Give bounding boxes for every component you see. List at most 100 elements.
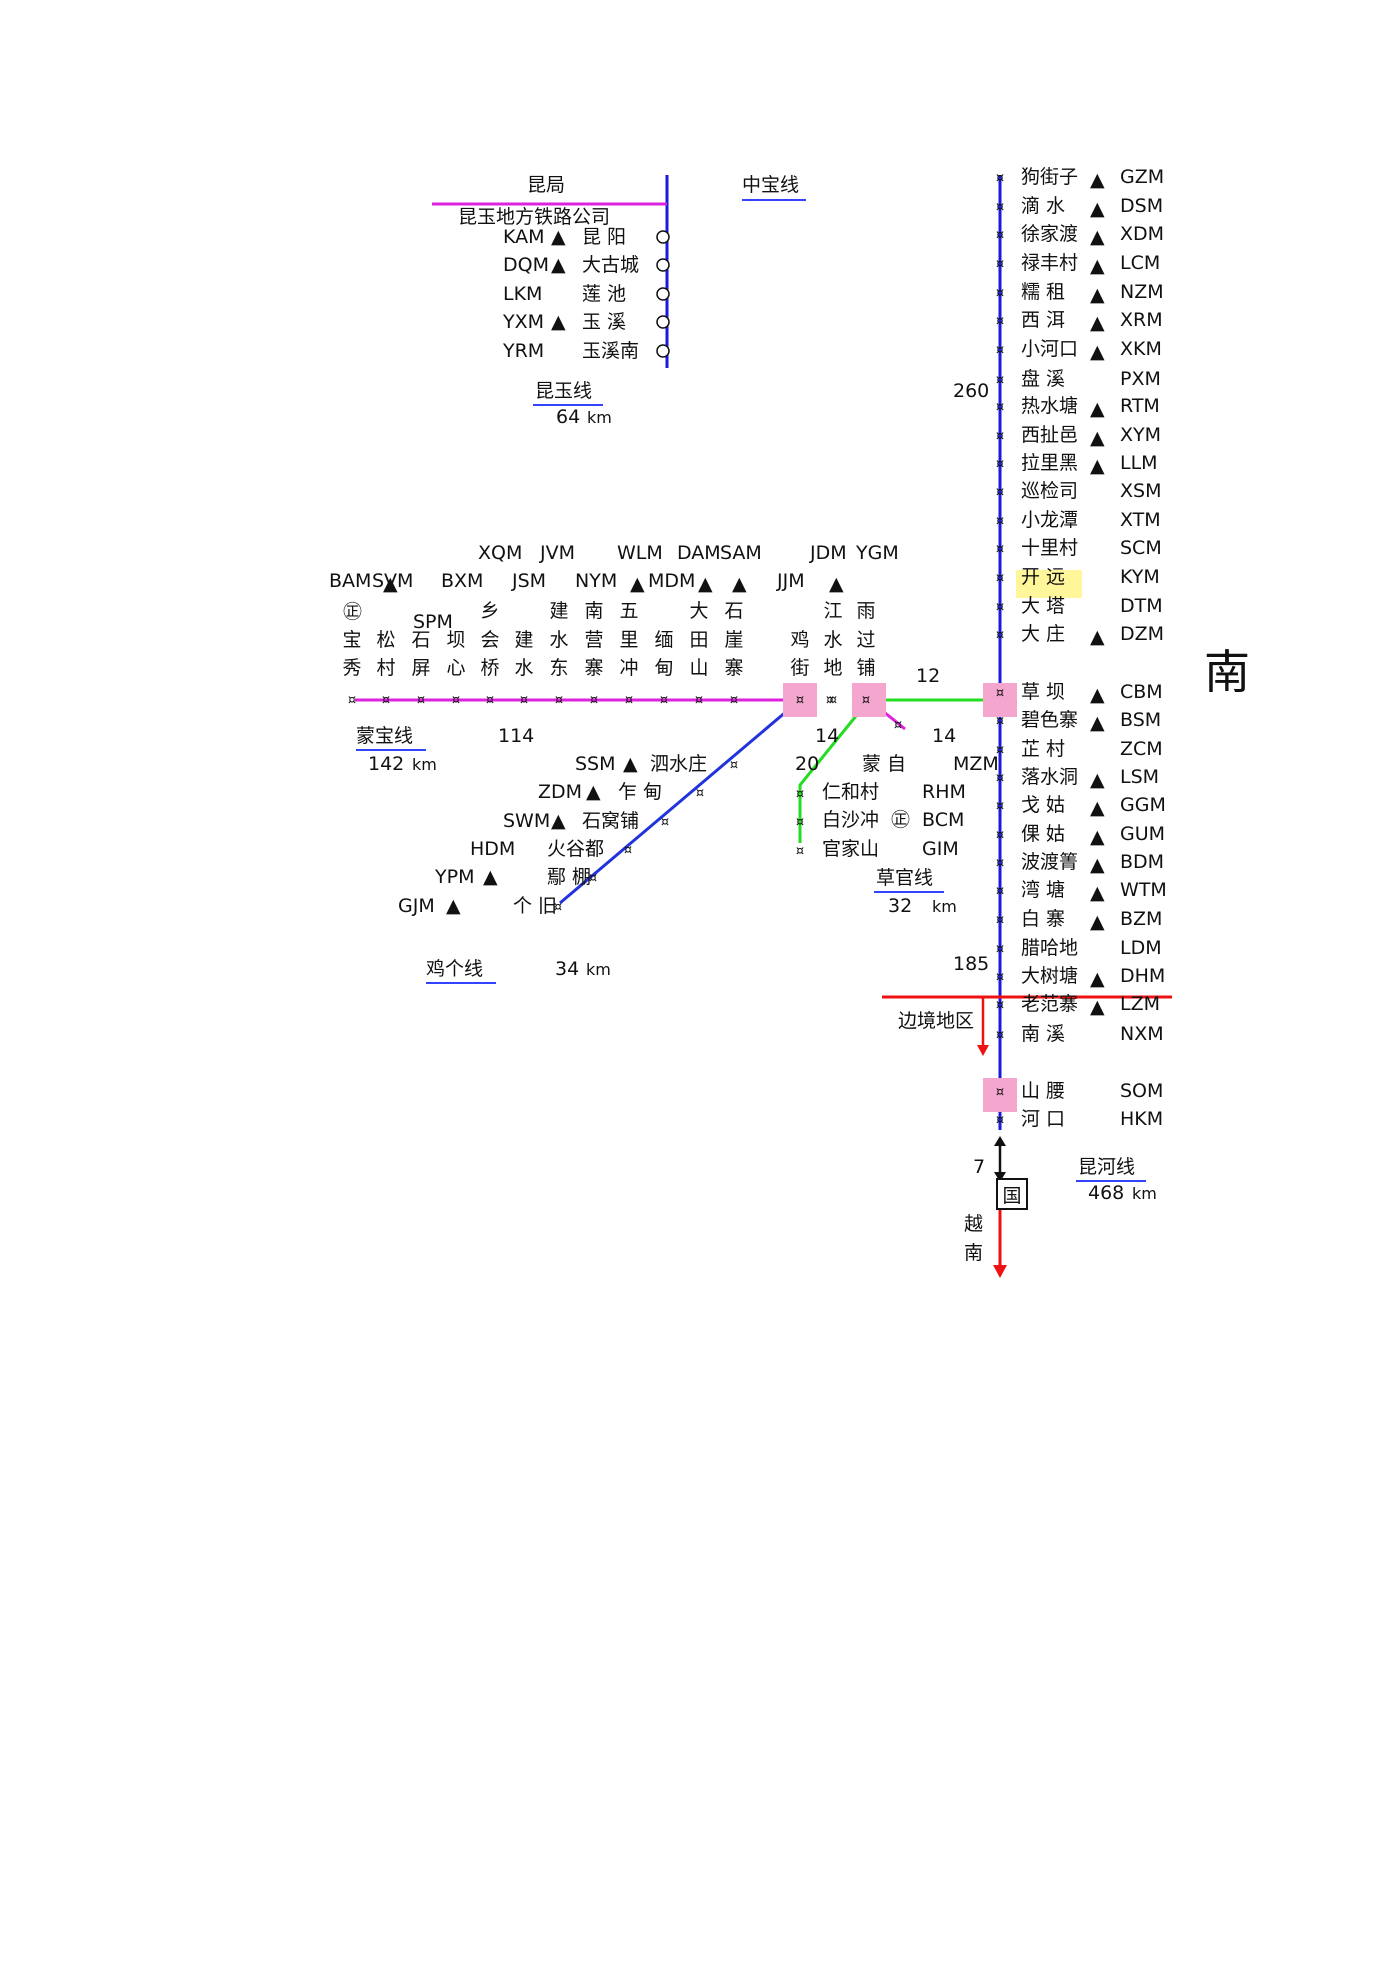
kunhe-station-code: XKM [1120,338,1162,360]
junction-highlight-2 [983,683,1017,717]
kunhe-station-name: 开 远 [1021,566,1065,588]
currency-sign-icon: ¤ [996,228,1004,243]
mengbao-station-char: 街 [790,657,809,679]
kunhe-station-name: 小龙潭 [1021,509,1078,531]
currency-sign-icon: ¤ [996,1028,1004,1043]
jige-station-code: YPM [434,866,474,888]
mengbao-station-char: 大 [689,600,708,622]
kunhe-station-code: BZM [1120,908,1162,930]
nan-big-label: 南 [1204,645,1250,699]
currency-sign-icon: ¤ [590,693,598,708]
mengbao-code-bottom: NYM [575,570,617,592]
kunhe-length: 468 [1088,1182,1124,1204]
currency-sign-icon: ¤ [996,286,1004,301]
currency-sign-icon: ¤ [996,200,1004,215]
black-triangle-icon: ▲ [1090,968,1105,990]
mengbao-station-char: 东 [549,657,568,679]
line-layer [355,175,1172,1278]
mengbao-code-top: JDM [809,542,847,564]
mengbao-station-char: 崖 [724,629,743,651]
marker-layer [783,570,1082,1112]
currency-sign-icon: ¤ [996,457,1004,472]
currency-sign-icon: ¤ [996,686,1004,701]
yue-label: 越 [964,1213,983,1235]
mengbao-code-top: JVM [539,542,575,564]
kunhe-station-code: BDM [1120,851,1164,873]
mengbao-length: 142 [368,753,404,775]
kunhe-station-code: XRM [1120,309,1163,331]
currency-sign-icon: ¤ [996,743,1004,758]
currency-sign-icon: ¤ [796,844,804,859]
caoguan-station-name: 仁和村 [822,781,879,803]
circled-zheng-icon: ㊣ [343,601,362,623]
currency-sign-icon: ¤ [520,693,528,708]
kunhe-station-code: SOM [1120,1080,1163,1102]
kunhe-station-code: LCM [1120,252,1160,274]
circle-station-icon [656,344,670,358]
jige-station-code: HDM [470,838,515,860]
kunhe-station-name: 西扯邑 [1021,424,1078,446]
currency-sign-icon: ¤ [486,693,494,708]
black-triangle-icon: ▲ [1090,769,1105,791]
kunyu-station-name: 玉溪南 [582,340,639,362]
kunhe-station-name: 大树塘 [1021,965,1078,987]
junction-highlight-3 [983,1078,1017,1112]
mengbao-unit: km [412,755,437,774]
km-260: 260 [953,380,989,402]
mengbao-station-char: 松 [376,629,395,651]
mengbao-code-bottom: BAM [329,570,371,592]
kunhe-station-name: 大 庄 [1021,623,1065,645]
jige-length: 34 [555,958,579,980]
caoguan-station-name: 白沙冲 [822,809,879,831]
mengbao-station-char: 田 [689,629,708,651]
kunyu-station-name: 莲 池 [582,283,626,305]
mengbao-line-label: 蒙宝线 [356,725,413,747]
mengbao-code-bottom: JSM [511,570,546,592]
vietnam-arrow-head [993,1265,1007,1278]
currency-sign-icon: ¤ [862,693,870,708]
currency-sign-icon: ¤ [996,714,1004,729]
currency-sign-icon: ¤ [996,998,1004,1013]
caoguan-branch-line [798,699,871,843]
kunhe-station-name: 糯 租 [1021,281,1065,303]
mengbao-station-char: 宝 [342,629,361,651]
jige-station-code: SSM [575,753,616,775]
currency-sign-icon: ¤ [996,771,1004,786]
jige-station-code: ZDM [538,781,582,803]
currency-sign-icon: ¤ [996,1113,1004,1128]
black-triangle-icon: ▲ [1090,911,1105,933]
currency-sign-icon: ¤ [996,1085,1004,1100]
mengbao-code-bottom: BXM [441,570,483,592]
currency-sign-icon: ¤ [996,799,1004,814]
black-triangle-icon: ▲ [1090,312,1105,334]
km-185: 185 [953,953,989,975]
black-triangle-icon: ▲ [1090,826,1105,848]
kunhe-station-code: LDM [1120,937,1162,959]
caoguan-station-name: 官家山 [822,838,879,860]
kunhe-station-name: 徐家渡 [1021,223,1078,245]
kunhe-station-name: 白 寨 [1021,908,1065,930]
caoguan-length: 32 [888,895,912,917]
kunhe-station-code: LLM [1120,452,1158,474]
currency-sign-icon: ¤ [417,693,425,708]
kunhe-station-name: 腊哈地 [1021,937,1078,959]
currency-sign-icon: ¤ [996,571,1004,586]
jige-line [559,698,801,905]
kunhe-station-code: WTM [1120,879,1167,901]
kunhe-station-name: 河 口 [1021,1108,1065,1130]
kunhe-station-name: 倮 姑 [1021,823,1065,845]
jige-station-name: 个 旧 [513,895,557,917]
mengbao-code-bottom: SVM [372,570,413,592]
jige-station-code: GJM [398,895,435,917]
mengbao-station-char: 寨 [724,657,743,679]
mengbao-station-char: 过 [856,629,875,651]
mengbao-station-char: 寨 [584,657,603,679]
currency-sign-icon: ¤ [660,693,668,708]
mengbao-station-char: 水 [823,629,842,651]
black-triangle-icon: ▲ [1090,996,1105,1018]
kaiyuan-highlight [1016,570,1082,598]
kunhe-station-code: NXM [1120,1023,1164,1045]
kunyu-station-code: YRM [502,340,544,362]
jige-station-name: 石窝铺 [582,810,639,832]
